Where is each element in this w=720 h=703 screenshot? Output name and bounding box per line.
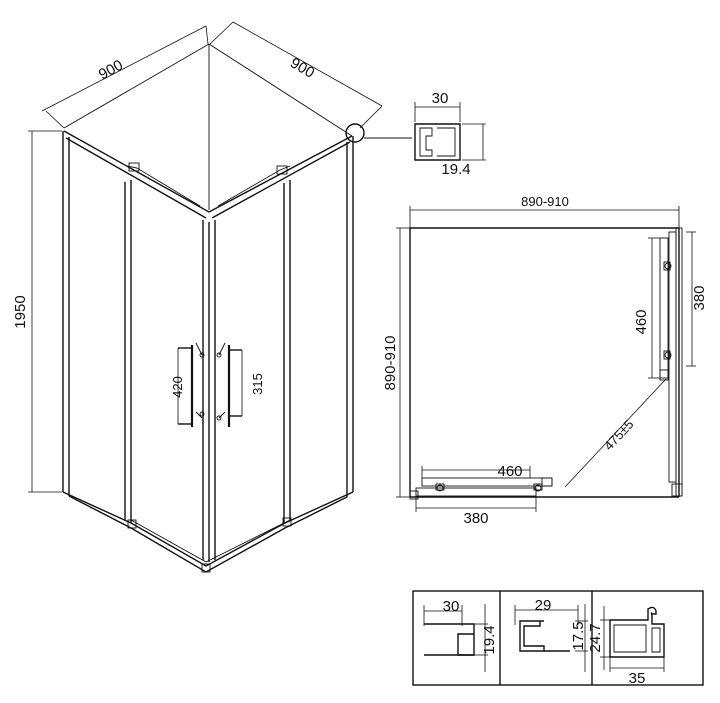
plan-diagonal-label: 475±5 xyxy=(601,417,637,454)
plan-door-bottom-label: 460 xyxy=(497,463,522,480)
handle-right xyxy=(216,342,243,427)
isometric-view: 900 900 1950 420 315 xyxy=(12,21,412,573)
plan-view: 890-910 890-910 460 380 460 380 475±5 xyxy=(382,194,708,527)
profile-2-height-label: 17.5 xyxy=(570,621,587,650)
handle-left xyxy=(177,342,205,427)
plan-door-right-label: 460 xyxy=(633,309,650,334)
profile-3-width-label: 35 xyxy=(629,670,646,687)
plan-overall-label: 890-910 xyxy=(521,194,569,209)
profile-2: 29 17.5 xyxy=(514,597,588,672)
profile-3-height-label: 24.7 xyxy=(587,623,604,652)
profile-1-height-label: 19.4 xyxy=(481,625,498,654)
plan-panel-bottom-label: 380 xyxy=(463,510,488,527)
iso-height-label: 1950 xyxy=(12,295,29,328)
profile-1-width-label: 30 xyxy=(443,598,460,615)
iso-width-left-label: 900 xyxy=(96,57,126,84)
top-profile-depth-label: 19.4 xyxy=(441,161,470,178)
handle-right-label: 315 xyxy=(250,373,265,395)
top-profile-width-label: 30 xyxy=(432,90,449,107)
handle-left-label: 420 xyxy=(170,376,185,398)
profile-2-width-label: 29 xyxy=(535,597,552,614)
profile-1: 30 19.4 xyxy=(423,598,498,672)
iso-width-right-label: 900 xyxy=(287,54,317,81)
profile-table: 30 19.4 29 17.5 24.7 xyxy=(412,590,704,687)
top-profile-detail: 30 19.4 xyxy=(414,90,486,178)
profile-3: 24.7 35 xyxy=(587,606,665,687)
plan-panel-right-label: 380 xyxy=(691,285,708,310)
plan-side-overall-label: 890-910 xyxy=(382,335,399,390)
